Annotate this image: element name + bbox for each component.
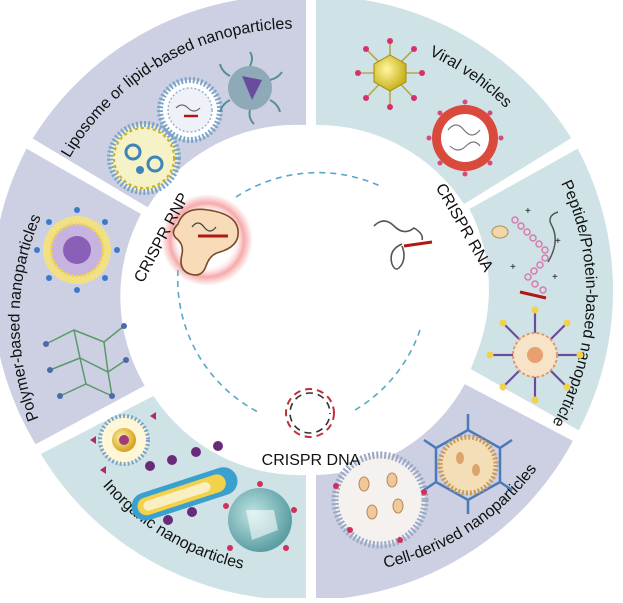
polymer-micelle-icon	[34, 207, 120, 293]
protein-nanoparticle-icon	[486, 306, 584, 404]
peptide-chain-icon: + + + +	[491, 206, 561, 300]
svg-text:+: +	[555, 236, 561, 247]
nanorod-icon	[131, 441, 238, 525]
crispr-rna-icon	[373, 220, 433, 270]
svg-text:+: +	[552, 272, 558, 283]
silica-nanoparticle-icon	[223, 481, 297, 552]
delivery-cycle-arrows	[176, 171, 421, 413]
segment-cell[interactable]	[316, 384, 573, 600]
enveloped-virus-icon	[426, 99, 504, 177]
segment-viral[interactable]	[316, 0, 572, 205]
gold-nanoparticle-icon	[90, 412, 156, 474]
label-crispr-dna: CRISPR DNA	[262, 452, 361, 469]
polymer-network-icon	[43, 323, 129, 399]
segment-peptide[interactable]	[469, 148, 614, 431]
liposome-icon	[107, 121, 181, 195]
crispr-dna-icon	[285, 388, 335, 438]
extracellular-vesicle-icon	[331, 451, 429, 549]
adenovirus-icon	[355, 38, 425, 110]
lipid-nanoparticle-icon	[157, 77, 223, 143]
center-disk	[137, 126, 485, 474]
micelle-icon	[219, 51, 283, 125]
crispr-rnp-icon	[161, 194, 253, 286]
exosome-icon	[423, 414, 513, 514]
svg-text:+: +	[510, 262, 516, 273]
svg-text:+: +	[525, 206, 531, 217]
